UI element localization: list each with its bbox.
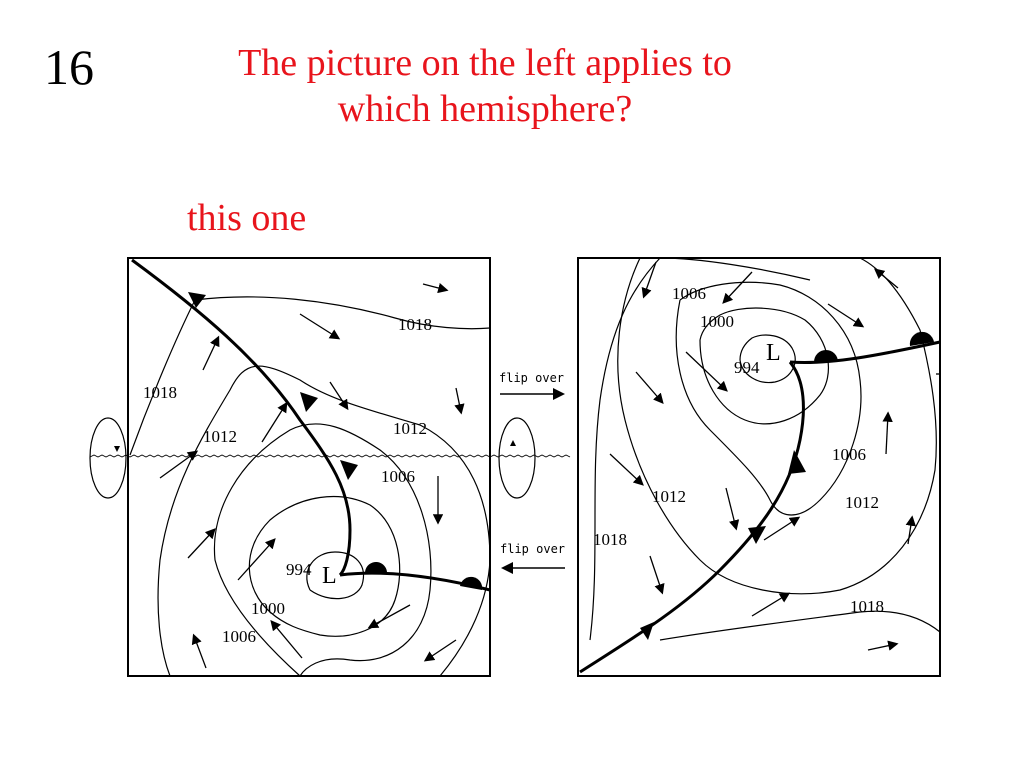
left-front-semicircle-2	[460, 576, 483, 590]
right-front-semicircle-1	[814, 350, 838, 362]
left-label-1018-left: 1018	[143, 383, 177, 402]
left-label-1000: 1000	[251, 599, 285, 618]
right-wind-arrows	[609, 261, 940, 651]
left-isobar-1018-top	[129, 296, 491, 456]
left-label-1006-right: 1006	[381, 467, 415, 486]
right-map-frame	[577, 257, 941, 677]
right-front-semicircle-2	[909, 331, 934, 346]
left-label-1012-left: 1012	[203, 427, 237, 446]
left-isobar-994	[306, 551, 364, 600]
answer-text: this one	[187, 197, 307, 239]
right-isobar-1000	[699, 307, 829, 425]
left-front-triangle-3	[340, 460, 358, 480]
right-weather-map: 1006 1000 994 1006 1012 1012 1018 1018 L	[577, 257, 941, 677]
left-wind-arrows	[159, 282, 465, 669]
left-map-frame	[127, 257, 491, 677]
right-isobar-994	[739, 334, 796, 384]
left-front-triangle-1	[188, 292, 206, 308]
right-label-1018-bottom: 1018	[850, 597, 884, 616]
right-isobar-1012	[617, 257, 937, 595]
right-label-1006-top: 1006	[672, 284, 706, 303]
flip-over-top-label: flip over	[499, 371, 564, 385]
right-isobar-1006	[675, 281, 862, 516]
right-front-triangle-3	[788, 450, 806, 474]
left-low-symbol: L	[322, 563, 337, 589]
right-low-symbol: L	[766, 340, 781, 366]
title-line-2: which hemisphere?	[337, 88, 633, 130]
left-front-semicircle-1	[365, 561, 388, 574]
right-rotation-arrow-icon	[510, 440, 516, 446]
right-label-1012-right: 1012	[845, 493, 879, 512]
left-label-994: 994	[286, 560, 312, 579]
title-line-1: The picture on the left applies to	[238, 42, 732, 84]
slide-title: The picture on the left applies to which…	[160, 40, 810, 132]
flip-over-bottom-label: flip over	[500, 542, 565, 556]
flip-over-bottom: flip over	[500, 542, 565, 574]
left-cold-front	[131, 258, 352, 577]
left-weather-map: 1018 1018 1012 1012 1006 1006 1000 994 L	[127, 257, 491, 677]
right-front-triangle-2	[748, 526, 766, 544]
left-front-triangle-2	[300, 392, 318, 412]
left-label-1006-bottom: 1006	[222, 627, 256, 646]
right-label-1006-right: 1006	[832, 445, 866, 464]
left-isobar-1006	[213, 423, 432, 677]
right-label-994: 994	[734, 358, 760, 377]
right-rotation-symbol	[498, 417, 536, 499]
left-rotation-symbol	[89, 417, 127, 499]
right-label-1012-left: 1012	[652, 487, 686, 506]
right-front-triangle-1	[640, 622, 654, 640]
left-label-1018-top: 1018	[398, 315, 432, 334]
left-isobar-1000	[248, 495, 401, 637]
right-warm-front	[789, 340, 941, 364]
flip-over-top: flip over	[499, 371, 565, 400]
left-rotation-arrow-icon	[114, 446, 120, 452]
equator-line	[89, 454, 571, 458]
right-label-1000: 1000	[700, 312, 734, 331]
right-label-1018-left: 1018	[593, 530, 627, 549]
left-label-1012-right: 1012	[393, 419, 427, 438]
right-isobar-1018	[589, 257, 941, 641]
left-isobar-1012	[157, 365, 491, 677]
slide-number: 16	[44, 39, 94, 95]
right-cold-front	[579, 361, 805, 674]
